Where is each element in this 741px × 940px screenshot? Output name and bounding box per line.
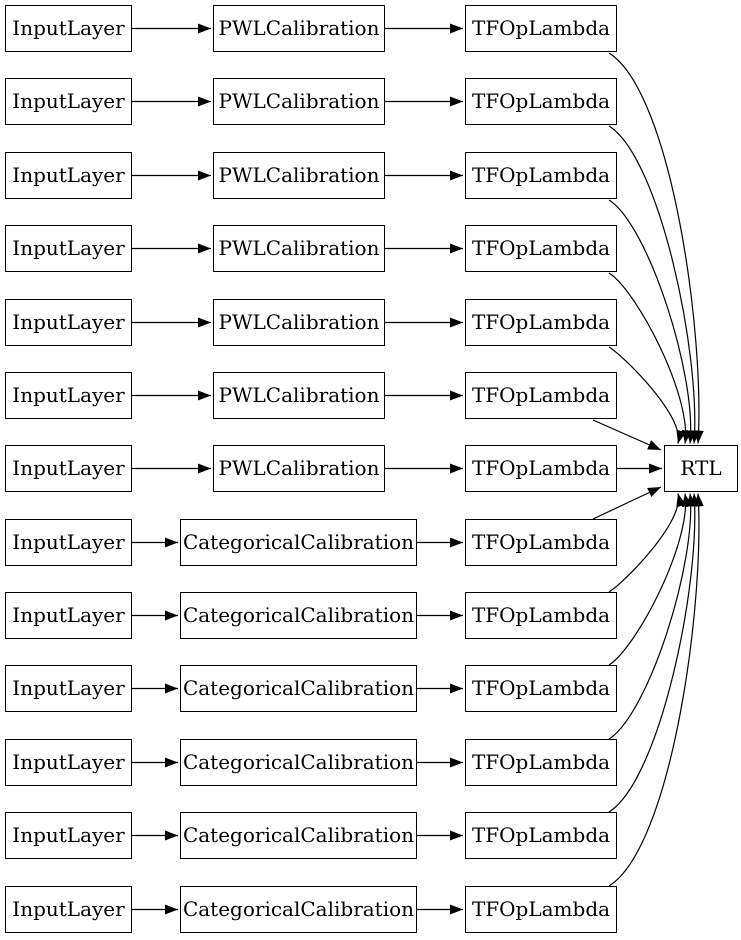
diagram-row-4: InputLayer PWLCalibration TFOpLambda	[0, 299, 741, 346]
edge-arrow	[592, 419, 662, 451]
edge-arrow	[608, 125, 700, 444]
node-categoricalcalibration-12: CategoricalCalibration	[180, 886, 417, 933]
edge-arrow	[608, 493, 687, 593]
node-inputlayer-3: InputLayer	[5, 225, 132, 272]
node-inputlayer-11: InputLayer	[5, 812, 132, 859]
diagram-row-9: InputLayer CategoricalCalibration TFOpLa…	[0, 665, 741, 712]
diagram-row-0: InputLayer PWLCalibration TFOpLambda	[0, 5, 741, 52]
node-categoricalcalibration-10: CategoricalCalibration	[180, 739, 417, 786]
node-tfoplambda-12: TFOpLambda	[465, 886, 617, 933]
node-tfoplambda-10: TFOpLambda	[465, 739, 617, 786]
node-categoricalcalibration-8: CategoricalCalibration	[180, 592, 417, 639]
node-inputlayer-8: InputLayer	[5, 592, 132, 639]
diagram-row-10: InputLayer CategoricalCalibration TFOpLa…	[0, 739, 741, 786]
node-categoricalcalibration-11: CategoricalCalibration	[180, 812, 417, 859]
node-tfoplambda-7: TFOpLambda	[465, 519, 617, 566]
edge-arrow	[608, 493, 697, 740]
node-inputlayer-0: InputLayer	[5, 5, 132, 52]
node-inputlayer-1: InputLayer	[5, 78, 132, 125]
edge-arrow	[608, 493, 700, 813]
node-tfoplambda-4: TFOpLambda	[465, 299, 617, 346]
node-pwlcalibration-2: PWLCalibration	[213, 152, 385, 199]
node-tfoplambda-9: TFOpLambda	[465, 665, 617, 712]
node-pwlcalibration-4: PWLCalibration	[213, 299, 385, 346]
diagram-row-8: InputLayer CategoricalCalibration TFOpLa…	[0, 592, 741, 639]
node-inputlayer-9: InputLayer	[5, 665, 132, 712]
edge-arrow	[608, 493, 704, 887]
diagram-row-7: InputLayer CategoricalCalibration TFOpLa…	[0, 519, 741, 566]
node-pwlcalibration-1: PWLCalibration	[213, 78, 385, 125]
node-pwlcalibration-0: PWLCalibration	[213, 5, 385, 52]
node-tfoplambda-1: TFOpLambda	[465, 78, 617, 125]
node-pwlcalibration-5: PWLCalibration	[213, 372, 385, 419]
edge-arrow	[608, 272, 692, 444]
node-inputlayer-12: InputLayer	[5, 886, 132, 933]
node-tfoplambda-5: TFOpLambda	[465, 372, 617, 419]
edge-arrow	[608, 346, 687, 444]
edge-arrow	[592, 486, 662, 520]
diagram-row-12: InputLayer CategoricalCalibration TFOpLa…	[0, 886, 741, 933]
diagram-row-2: InputLayer PWLCalibration TFOpLambda	[0, 152, 741, 199]
node-pwlcalibration-3: PWLCalibration	[213, 225, 385, 272]
node-tfoplambda-3: TFOpLambda	[465, 225, 617, 272]
node-inputlayer-7: InputLayer	[5, 519, 132, 566]
node-rtl: RTL	[664, 445, 738, 492]
node-tfoplambda-0: TFOpLambda	[465, 5, 617, 52]
node-inputlayer-10: InputLayer	[5, 739, 132, 786]
diagram-row-1: InputLayer PWLCalibration TFOpLambda	[0, 78, 741, 125]
node-inputlayer-5: InputLayer	[5, 372, 132, 419]
node-tfoplambda-6: TFOpLambda	[465, 445, 617, 492]
edge-arrow	[608, 52, 704, 444]
node-categoricalcalibration-7: CategoricalCalibration	[180, 519, 417, 566]
node-inputlayer-6: InputLayer	[5, 445, 132, 492]
node-tfoplambda-2: TFOpLambda	[465, 152, 617, 199]
node-inputlayer-4: InputLayer	[5, 299, 132, 346]
edge-arrow	[608, 493, 692, 666]
node-inputlayer-2: InputLayer	[5, 152, 132, 199]
edge-arrow	[608, 199, 697, 444]
diagram-row-5: InputLayer PWLCalibration TFOpLambda	[0, 372, 741, 419]
diagram-row-3: InputLayer PWLCalibration TFOpLambda	[0, 225, 741, 272]
node-tfoplambda-8: TFOpLambda	[465, 592, 617, 639]
diagram-row-11: InputLayer CategoricalCalibration TFOpLa…	[0, 812, 741, 859]
node-pwlcalibration-6: PWLCalibration	[213, 445, 385, 492]
node-tfoplambda-11: TFOpLambda	[465, 812, 617, 859]
node-categoricalcalibration-9: CategoricalCalibration	[180, 665, 417, 712]
diagram-row-6: InputLayer PWLCalibration TFOpLambda	[0, 445, 741, 492]
